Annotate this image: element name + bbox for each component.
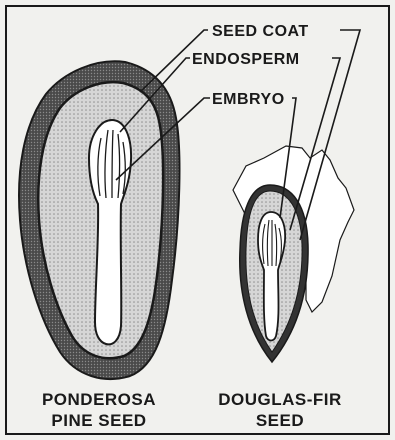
seed-coat-label: SEED COAT [212,23,309,40]
embryo-label: EMBRYO [212,91,285,108]
ponderosa-caption-line1: PONDEROSA [42,390,156,409]
douglas-fir-caption-line2: SEED [256,411,304,430]
ponderosa-caption-line2: PINE SEED [51,411,146,430]
douglas-fir-seed [233,146,354,362]
endosperm-label: ENDOSPERM [192,51,300,68]
douglas-fir-caption-line1: DOUGLAS-FIR [218,390,342,409]
ponderosa-pine-seed [19,61,179,379]
